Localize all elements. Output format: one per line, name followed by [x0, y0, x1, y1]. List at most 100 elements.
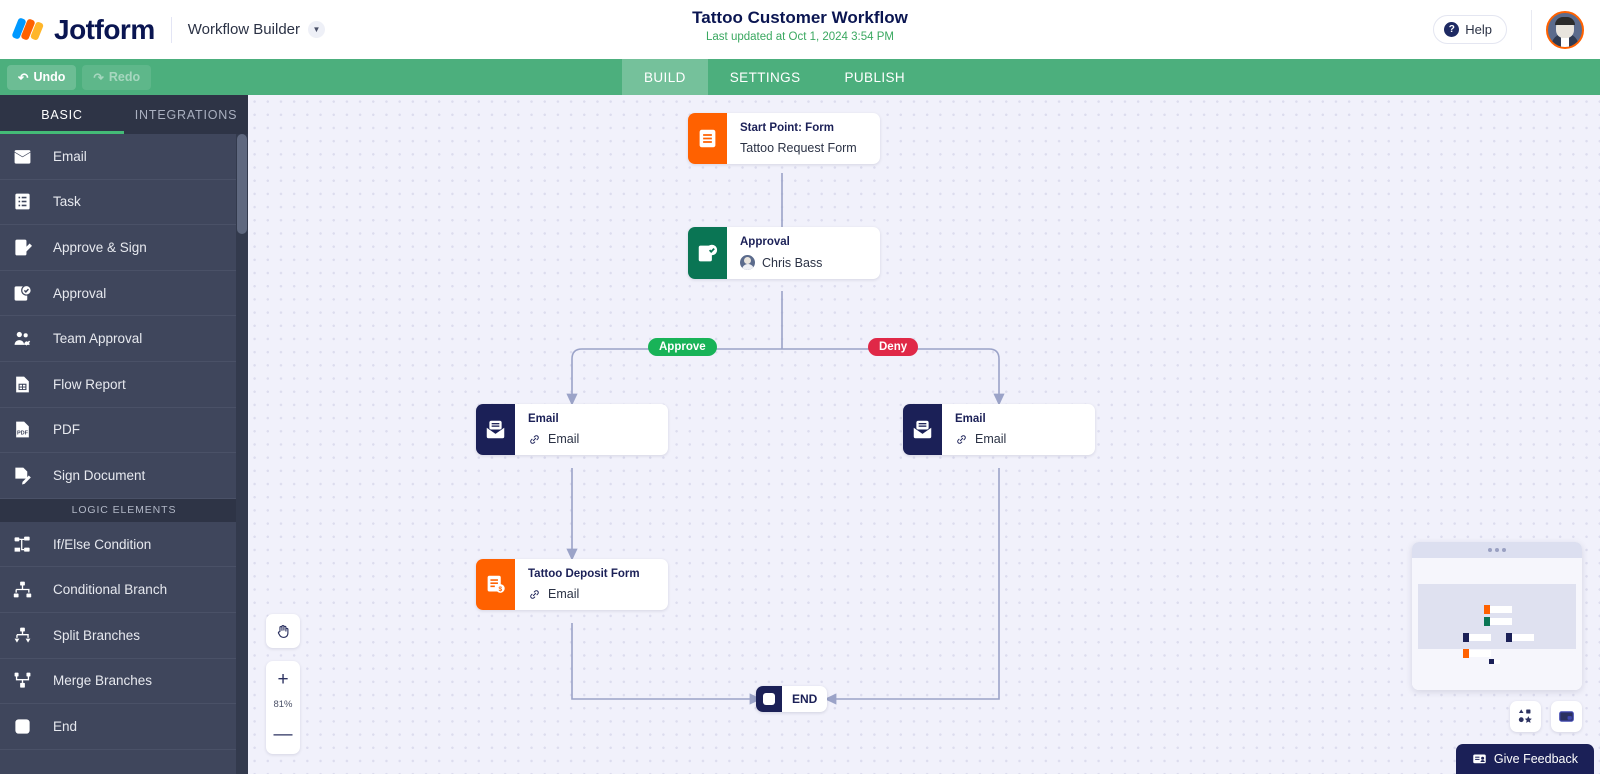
node-end[interactable]: END: [756, 686, 828, 712]
minimap-handle[interactable]: [1412, 542, 1582, 558]
envelope-icon: [0, 147, 44, 166]
node-approval[interactable]: Approval Chris Bass: [688, 227, 880, 279]
sidebar-item-pdf[interactable]: PDF PDF: [0, 408, 248, 454]
brand-logo[interactable]: Jotform: [0, 14, 155, 46]
minimap[interactable]: [1412, 542, 1582, 690]
sidebar-item-split-branches[interactable]: Split Branches: [0, 613, 248, 659]
tab-build[interactable]: BUILD: [622, 59, 708, 95]
zoom-in-button[interactable]: +: [277, 669, 289, 690]
node-subtitle: Tattoo Request Form: [740, 141, 857, 155]
sidebar-item-flow-report[interactable]: Flow Report: [0, 362, 248, 408]
minimap-node: [1484, 605, 1512, 614]
node-subtitle-text: Email: [548, 587, 580, 601]
sidebar-scrollbar-thumb[interactable]: [237, 134, 247, 234]
elements-sidebar: BASIC INTEGRATIONS Email Task Approve & …: [0, 95, 248, 774]
sidebar-item-email[interactable]: Email: [0, 134, 248, 180]
app-header: Jotform Workflow Builder ▼ Tattoo Custom…: [0, 0, 1600, 59]
workflow-connectors: [566, 173, 1005, 705]
node-title: Tattoo Deposit Form: [528, 568, 640, 580]
task-list-icon: [0, 192, 44, 211]
minimap-node: [1484, 617, 1512, 626]
help-button[interactable]: ? Help: [1433, 15, 1507, 44]
sign-document-icon: [0, 466, 44, 485]
sidebar-item-approval[interactable]: Approval: [0, 271, 248, 317]
tab-settings[interactable]: SETTINGS: [729, 69, 801, 85]
sidebar-item-team-approval[interactable]: Team Approval: [0, 316, 248, 362]
node-subtitle: Email: [528, 432, 579, 446]
sidebar-tabs: BASIC INTEGRATIONS: [0, 95, 248, 134]
zoom-controls: + 81% —: [266, 614, 300, 754]
assignee-name: Chris Bass: [762, 255, 823, 270]
minimap-toggle-icon[interactable]: [1551, 701, 1582, 732]
approval-check-icon: [0, 284, 44, 303]
sidebar-item-label: PDF: [53, 422, 80, 438]
zoom-out-button[interactable]: —: [273, 724, 293, 745]
envelope-icon: [476, 404, 515, 455]
form-document-icon: [688, 113, 727, 164]
sidebar-item-if-else-condition[interactable]: If/Else Condition: [0, 522, 248, 568]
redo-button[interactable]: ↷ Redo: [82, 64, 152, 90]
sidebar-item-approve-sign[interactable]: Approve & Sign: [0, 225, 248, 271]
node-subtitle-text: Email: [975, 432, 1007, 446]
minimap-viewport[interactable]: [1418, 584, 1576, 649]
branch-label-approve[interactable]: Approve: [648, 338, 717, 356]
feedback-card-icon: [1473, 754, 1486, 763]
conditional-branch-icon: [0, 580, 44, 599]
link-icon: [530, 434, 539, 444]
payment-form-icon: $: [476, 559, 515, 610]
undo-arrow-icon: ↶: [18, 70, 29, 85]
zoom-stack: + 81% —: [266, 661, 300, 754]
product-switcher[interactable]: Workflow Builder ▼: [188, 21, 325, 38]
flow-report-icon: [0, 375, 44, 394]
sidebar-item-task[interactable]: Task: [0, 180, 248, 226]
minimap-body[interactable]: [1412, 558, 1582, 690]
redo-label: Redo: [108, 70, 141, 84]
sidebar-tab-basic[interactable]: BASIC: [0, 95, 124, 134]
give-feedback-button[interactable]: Give Feedback: [1455, 744, 1594, 774]
sidebar-section-header: LOGIC ELEMENTS: [0, 498, 248, 522]
header-actions: ? Help: [1433, 9, 1600, 50]
header-divider: [170, 16, 172, 43]
svg-text:PDF: PDF: [16, 431, 28, 437]
node-content: Approval Chris Bass: [727, 227, 837, 279]
builder-tabs: BUILD SETTINGS PUBLISH: [622, 59, 927, 95]
sidebar-item-label: Split Branches: [53, 627, 141, 643]
node-email-approve[interactable]: Email Email: [476, 404, 668, 455]
sidebar-item-end[interactable]: End: [0, 704, 248, 750]
tab-publish[interactable]: PUBLISH: [844, 69, 906, 85]
link-icon: [957, 434, 966, 444]
pdf-icon: PDF: [0, 420, 44, 439]
approval-check-icon: [688, 227, 727, 279]
undo-button[interactable]: ↶ Undo: [7, 64, 77, 90]
minimap-node: [1463, 649, 1491, 658]
node-title: Start Point: Form: [740, 122, 834, 134]
header-divider-2: [1531, 9, 1532, 50]
sidebar-item-sign-document[interactable]: Sign Document: [0, 453, 248, 499]
sidebar-tab-integrations[interactable]: INTEGRATIONS: [134, 107, 238, 122]
help-label: Help: [1465, 22, 1492, 37]
split-branches-icon: [0, 626, 44, 645]
node-email-deny[interactable]: Email Email: [903, 404, 1095, 455]
sidebar-item-conditional-branch[interactable]: Conditional Branch: [0, 567, 248, 613]
builder-toolbar: ↶ Undo ↷ Redo BUILD SETTINGS PUBLISH: [0, 59, 1600, 95]
brand-name: Jotform: [54, 13, 155, 45]
node-content: Tattoo Deposit Form Email: [515, 559, 655, 610]
elements-shapes-icon[interactable]: [1510, 701, 1541, 732]
avatar[interactable]: [1546, 10, 1584, 49]
node-tattoo-deposit-form[interactable]: $ Tattoo Deposit Form Email: [476, 559, 668, 610]
node-start-point[interactable]: Start Point: Form Tattoo Request Form: [688, 113, 880, 164]
hand-pan-icon[interactable]: [266, 614, 300, 648]
chevron-down-icon[interactable]: ▼: [308, 21, 325, 38]
give-feedback-label: Give Feedback: [1493, 752, 1578, 766]
node-subtitle: Chris Bass: [740, 255, 822, 270]
end-square-icon: [0, 717, 44, 736]
sidebar-scrollbar[interactable]: [236, 134, 248, 774]
question-circle-icon: ?: [1444, 22, 1460, 37]
sidebar-item-label: Team Approval: [53, 331, 143, 347]
link-icon: [530, 589, 539, 599]
sidebar-item-merge-branches[interactable]: Merge Branches: [0, 659, 248, 705]
node-title: Approval: [740, 236, 790, 248]
workflow-canvas[interactable]: Start Point: Form Tattoo Request Form Ap…: [248, 95, 1600, 774]
branch-label-deny[interactable]: Deny: [868, 338, 919, 356]
